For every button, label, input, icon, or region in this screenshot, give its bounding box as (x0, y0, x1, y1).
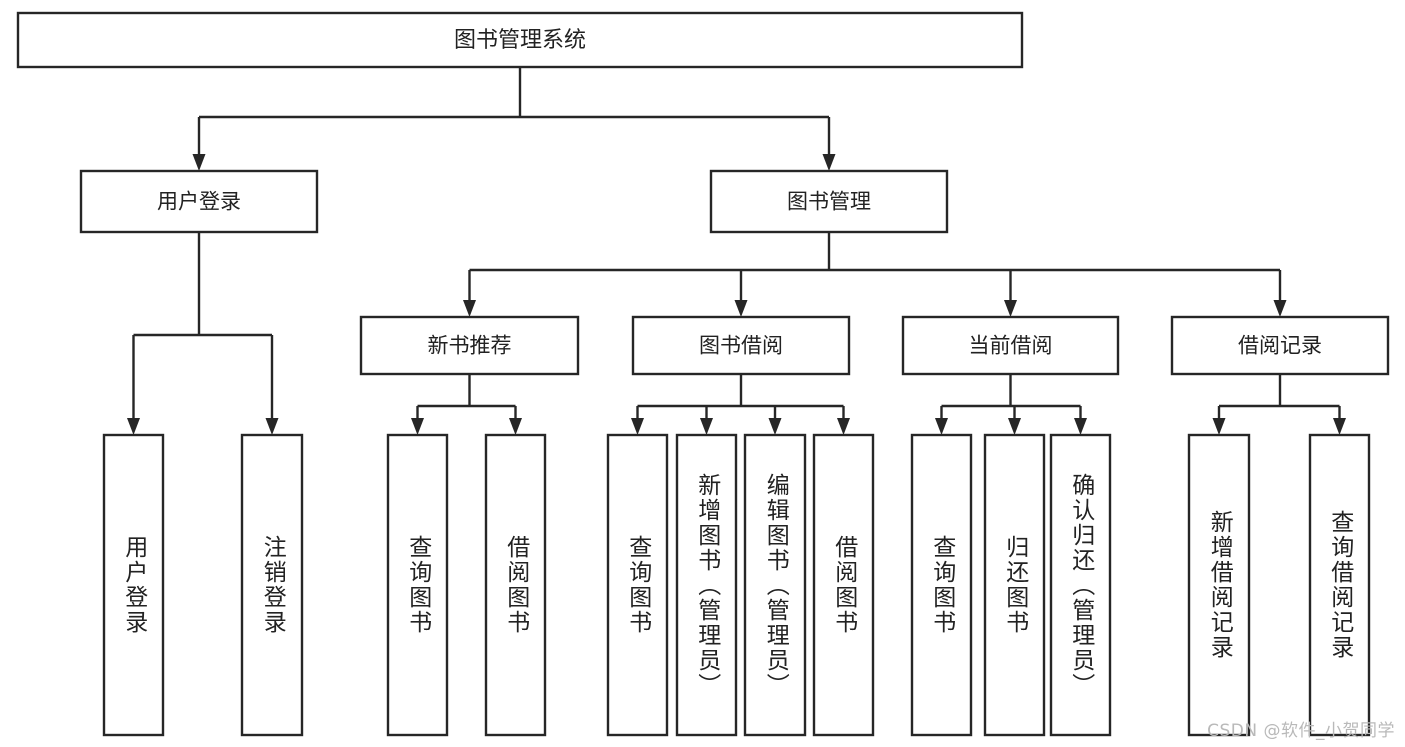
leaf-node-2[interactable] (386, 433, 449, 737)
level2-node-0[interactable] (79, 169, 319, 234)
leaf-node-4[interactable] (606, 433, 669, 737)
level2-node-1-label: 图书管理 (787, 190, 871, 214)
leaf-node-5[interactable] (675, 433, 738, 737)
leaf-node-11[interactable] (1187, 433, 1251, 737)
leaf-node-1[interactable] (240, 433, 304, 737)
leaf-node-10[interactable] (1049, 433, 1112, 737)
level3-node-0-label: 新书推荐 (428, 334, 512, 358)
level3-node-3[interactable] (1170, 315, 1390, 376)
arrowhead-leaf-0 (127, 418, 140, 435)
arrowhead-level3-0 (463, 300, 476, 317)
leaf-node-9[interactable] (983, 433, 1046, 737)
arrowhead-leaf-1 (265, 418, 279, 435)
arrowhead-level3-3 (1273, 300, 1287, 317)
level3-node-1-label: 图书借阅 (699, 334, 783, 358)
arrowhead-leaf-6 (768, 418, 782, 435)
arrowhead-leaf-9 (1008, 418, 1021, 435)
csdn-watermark: CSDN @软件_小贺同学 (1207, 721, 1395, 741)
level3-node-0[interactable] (359, 315, 580, 376)
arrowhead-leaf-3 (509, 418, 522, 435)
level3-node-1[interactable] (631, 315, 851, 376)
leaf-node-6[interactable] (743, 433, 807, 737)
arrowhead-leaf-10 (1074, 418, 1087, 435)
level2-node-0-label: 用户登录 (157, 190, 241, 214)
arrowhead-leaf-12 (1333, 418, 1346, 435)
leaf-node-0[interactable] (102, 433, 165, 737)
connector-layer (102, 67, 1371, 737)
arrowhead-level3-1 (734, 300, 748, 317)
level3-node-2-label: 当前借阅 (969, 334, 1053, 358)
arrowhead-leaf-8 (935, 418, 948, 435)
arrowhead-level3-2 (1004, 300, 1017, 317)
root-node-book-management-system[interactable] (16, 11, 1024, 69)
arrowhead-leaf-7 (837, 418, 850, 435)
arrowhead-level2-0 (192, 154, 206, 171)
level3-node-3-label: 借阅记录 (1238, 334, 1322, 358)
arrowhead-leaf-2 (411, 418, 424, 435)
level2-node-1[interactable] (709, 169, 949, 234)
root-node-book-management-system-label: 图书管理系统 (454, 28, 586, 53)
arrowhead-leaf-4 (631, 418, 644, 435)
leaf-node-3[interactable] (484, 433, 547, 737)
leaf-node-12[interactable] (1308, 433, 1371, 737)
level3-node-2[interactable] (901, 315, 1120, 376)
leaf-node-7[interactable] (812, 433, 875, 737)
arrowhead-level2-1 (822, 154, 836, 171)
arrowhead-leaf-5 (700, 418, 713, 435)
leaf-node-8[interactable] (910, 433, 973, 737)
arrowhead-leaf-11 (1212, 418, 1226, 435)
